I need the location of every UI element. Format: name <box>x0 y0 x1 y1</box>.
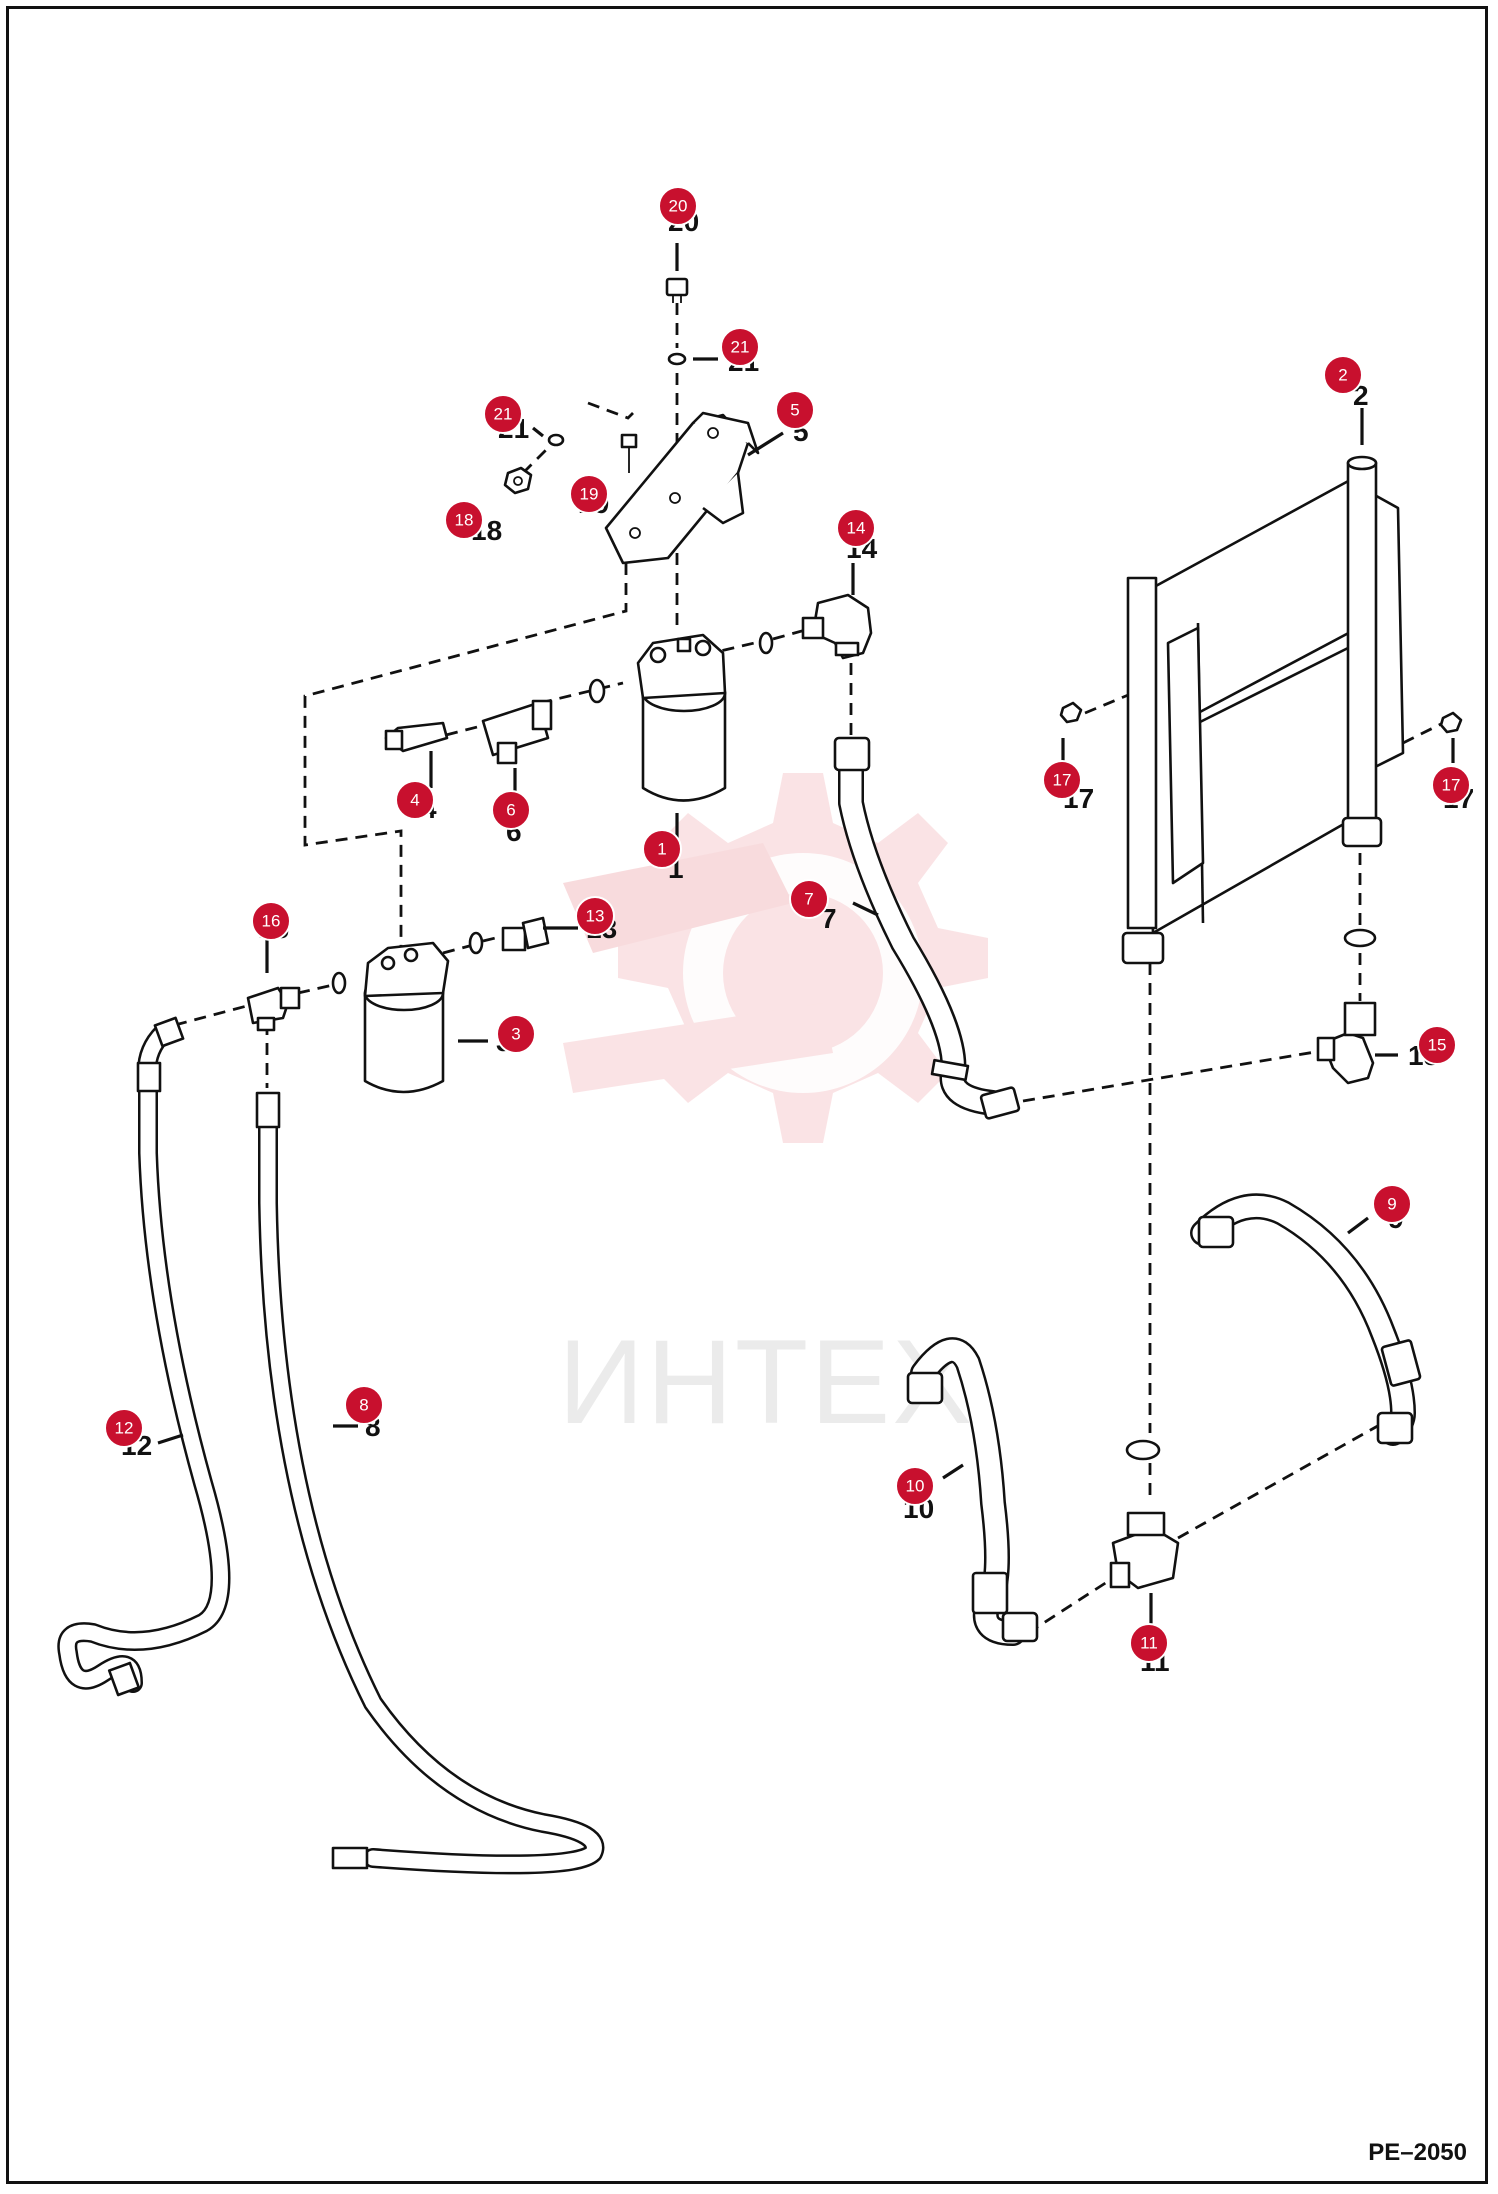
tee-6 <box>481 699 553 765</box>
tee-16 <box>246 986 301 1032</box>
watermark-logo: ИНТЕХ <box>558 773 988 1449</box>
svg-text:9: 9 <box>1387 1195 1396 1214</box>
tee-11 <box>1109 1511 1180 1590</box>
svg-text:7: 7 <box>804 890 813 909</box>
callout-16[interactable]: 16 <box>251 901 291 941</box>
bolt-17-left <box>1059 701 1083 724</box>
washer-21 <box>667 352 687 366</box>
svg-text:17: 17 <box>1053 771 1072 790</box>
callout-17-left[interactable]: 17 <box>1042 760 1082 800</box>
o-ring-11 <box>1125 1439 1161 1461</box>
svg-text:21: 21 <box>731 338 750 357</box>
svg-text:1: 1 <box>657 840 666 859</box>
exploded-parts-diagram: ИНТЕХ <box>57 186 1474 1875</box>
callout-10[interactable]: 10 <box>895 1466 935 1506</box>
callout-17-right[interactable]: 17 <box>1431 765 1471 805</box>
svg-text:12: 12 <box>115 1419 134 1438</box>
adapter-13 <box>501 916 550 952</box>
callout-12[interactable]: 12 <box>104 1408 144 1448</box>
svg-text:2: 2 <box>1338 366 1347 385</box>
watermark-text: ИНТЕХ <box>558 1315 974 1449</box>
reference-code: PE–2050 <box>1368 2139 1467 2166</box>
svg-text:18: 18 <box>455 511 474 530</box>
callout-21[interactable]: 21 <box>720 327 760 367</box>
o-ring-top <box>588 678 606 704</box>
hose-9 <box>1190 1193 1422 1446</box>
o-ring-cooler <box>1343 928 1377 948</box>
svg-text:21: 21 <box>494 405 513 424</box>
callout-badges: 20 21 21 5 18 19 2 14 4 6 1 13 16 3 7 15… <box>104 186 1471 1663</box>
svg-text:15: 15 <box>1428 1036 1447 1055</box>
callout-14[interactable]: 14 <box>836 508 876 548</box>
callout-2[interactable]: 2 <box>1323 355 1363 395</box>
parts <box>57 277 1463 1875</box>
svg-text:17: 17 <box>1442 776 1461 795</box>
callout-21-left[interactable]: 21 <box>483 394 523 434</box>
assembly-lines <box>174 303 1444 1635</box>
hose-8 <box>255 1091 605 1875</box>
washer-21-left <box>547 433 565 447</box>
elbow-14 <box>801 593 873 660</box>
elbow-15 <box>1316 1001 1377 1085</box>
callout-7[interactable]: 7 <box>789 879 829 919</box>
svg-text:19: 19 <box>580 485 599 504</box>
callout-4[interactable]: 4 <box>395 780 435 820</box>
nut-18 <box>503 466 533 495</box>
oil-cooler-2 <box>1121 455 1405 965</box>
callout-19[interactable]: 19 <box>569 474 609 514</box>
callout-9[interactable]: 9 <box>1372 1184 1412 1224</box>
bolt-20 <box>665 277 689 303</box>
svg-text:3: 3 <box>511 1025 520 1044</box>
callout-3[interactable]: 3 <box>496 1014 536 1054</box>
hose-10 <box>906 1337 1039 1646</box>
bolt-19 <box>620 433 638 473</box>
callout-20[interactable]: 20 <box>658 186 698 226</box>
hose-12 <box>57 1016 231 1697</box>
diagram-frame: ИНТЕХ <box>6 6 1488 2184</box>
bracket-5 <box>604 411 760 565</box>
leader-lines <box>157 243 1455 1628</box>
callout-11[interactable]: 11 <box>1129 1623 1169 1663</box>
filter-1 <box>636 633 727 802</box>
svg-text:14: 14 <box>847 519 866 538</box>
svg-text:5: 5 <box>790 401 799 420</box>
hose-7 <box>833 736 1021 1120</box>
svg-text:13: 13 <box>586 907 605 926</box>
svg-text:6: 6 <box>506 801 515 820</box>
callout-6[interactable]: 6 <box>491 790 531 830</box>
callout-5[interactable]: 5 <box>775 390 815 430</box>
svg-text:8: 8 <box>359 1396 368 1415</box>
svg-text:10: 10 <box>906 1477 925 1496</box>
o-ring-3-right <box>468 931 484 955</box>
o-ring-3-left <box>331 971 347 995</box>
svg-text:16: 16 <box>262 912 281 931</box>
callout-1[interactable]: 1 <box>642 829 682 869</box>
svg-text:20: 20 <box>669 197 688 216</box>
callout-8[interactable]: 8 <box>344 1385 384 1425</box>
callout-13[interactable]: 13 <box>575 896 615 936</box>
svg-text:4: 4 <box>410 791 419 810</box>
callout-18[interactable]: 18 <box>444 500 484 540</box>
o-ring-right <box>758 631 774 655</box>
svg-text:11: 11 <box>1140 1634 1158 1653</box>
callout-15[interactable]: 15 <box>1417 1025 1457 1065</box>
bolt-17-right <box>1439 711 1463 734</box>
filter-3 <box>363 941 450 1094</box>
adapter-4 <box>384 721 449 753</box>
